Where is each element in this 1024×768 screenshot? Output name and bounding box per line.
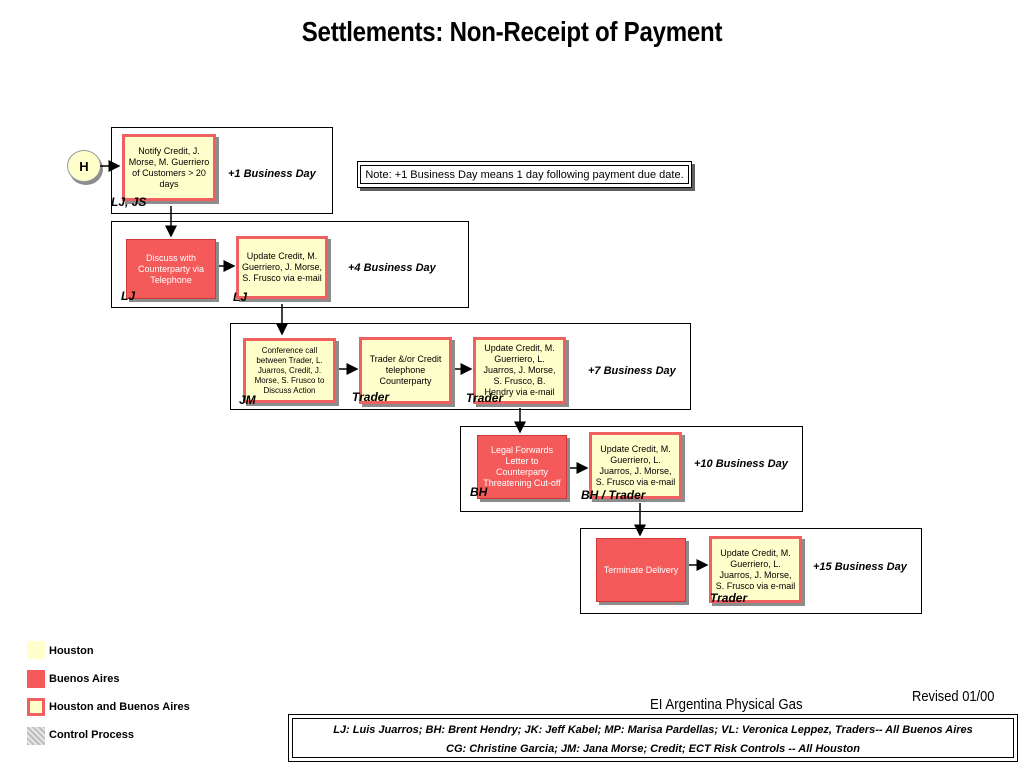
role-label: JM [239,393,256,407]
revised-date: Revised 01/00 [912,688,995,705]
note-text: Note: +1 Business Day means 1 day follow… [360,165,689,184]
start-marker-houston: H [67,150,101,182]
role-label: Trader [466,391,504,405]
footer-line-2: CG: Christine Garcia; JM: Jana Morse; Cr… [446,743,860,755]
footer-line-1: LJ: Luis Juarros; BH: Brent Hendry; JK: … [333,724,973,736]
role-label: BH / Trader [581,488,646,502]
business-day-label: +15 Business Day [813,561,907,573]
note-box: Note: +1 Business Day means 1 day follow… [357,161,692,188]
step-update-credit-final: Update Credit, M. Guerriero, L. Juarros,… [709,536,802,603]
step-legal-letter: Legal Forwards Letter to Counterparty Th… [477,435,567,499]
footer-title: EI Argentina Physical Gas [650,696,803,713]
role-label: Trader [352,390,390,404]
business-day-label: +1 Business Day [228,168,316,180]
legend-swatch-control-process [27,727,45,745]
legend-swatch-houston [27,641,45,659]
legend-label-control-process: Control Process [49,729,134,741]
legend-swatch-houston-buenos-aires [27,698,45,716]
legend-label-houston: Houston [49,645,94,657]
role-label: Trader [710,591,748,605]
business-day-label: +4 Business Day [348,262,436,274]
footer-inner-frame: LJ: Luis Juarros; BH: Brent Hendry; JK: … [292,718,1014,758]
step-conference-call: Conference call between Trader, L. Juarr… [243,338,336,403]
page-title: Settlements: Non-Receipt of Payment [301,16,723,47]
role-label: BH [470,485,488,499]
role-label: LJ [121,289,136,303]
business-day-label: +10 Business Day [694,458,788,470]
step-update-credit-email: Update Credit, M. Guerriero, J. Morse, S… [236,236,328,299]
legend-label-houston-buenos-aires: Houston and Buenos Aires [49,701,190,713]
business-day-label: +7 Business Day [588,365,676,377]
role-label: LJ [233,290,248,304]
step-notify-credit: Notify Credit, J. Morse, M. Guerriero of… [122,134,216,201]
role-label: LJ, JS [111,195,147,209]
step-discuss-counterparty: Discuss with Counterparty via Telephone [126,239,216,299]
step-telephone-counterparty: Trader &/or Credit telephone Counterpart… [359,337,452,404]
step-update-credit-juarros: Update Credit, M. Guerriero, L. Juarros,… [589,432,682,499]
legend-swatch-buenos-aires [27,670,45,688]
footer-legend-box: LJ: Luis Juarros; BH: Brent Hendry; JK: … [288,714,1018,762]
step-terminate-delivery: Terminate Delivery [596,538,686,602]
step-update-credit-hendry: Update Credit, M. Guerriero, L. Juarros,… [473,337,566,404]
legend-label-buenos-aires: Buenos Aires [49,673,120,685]
